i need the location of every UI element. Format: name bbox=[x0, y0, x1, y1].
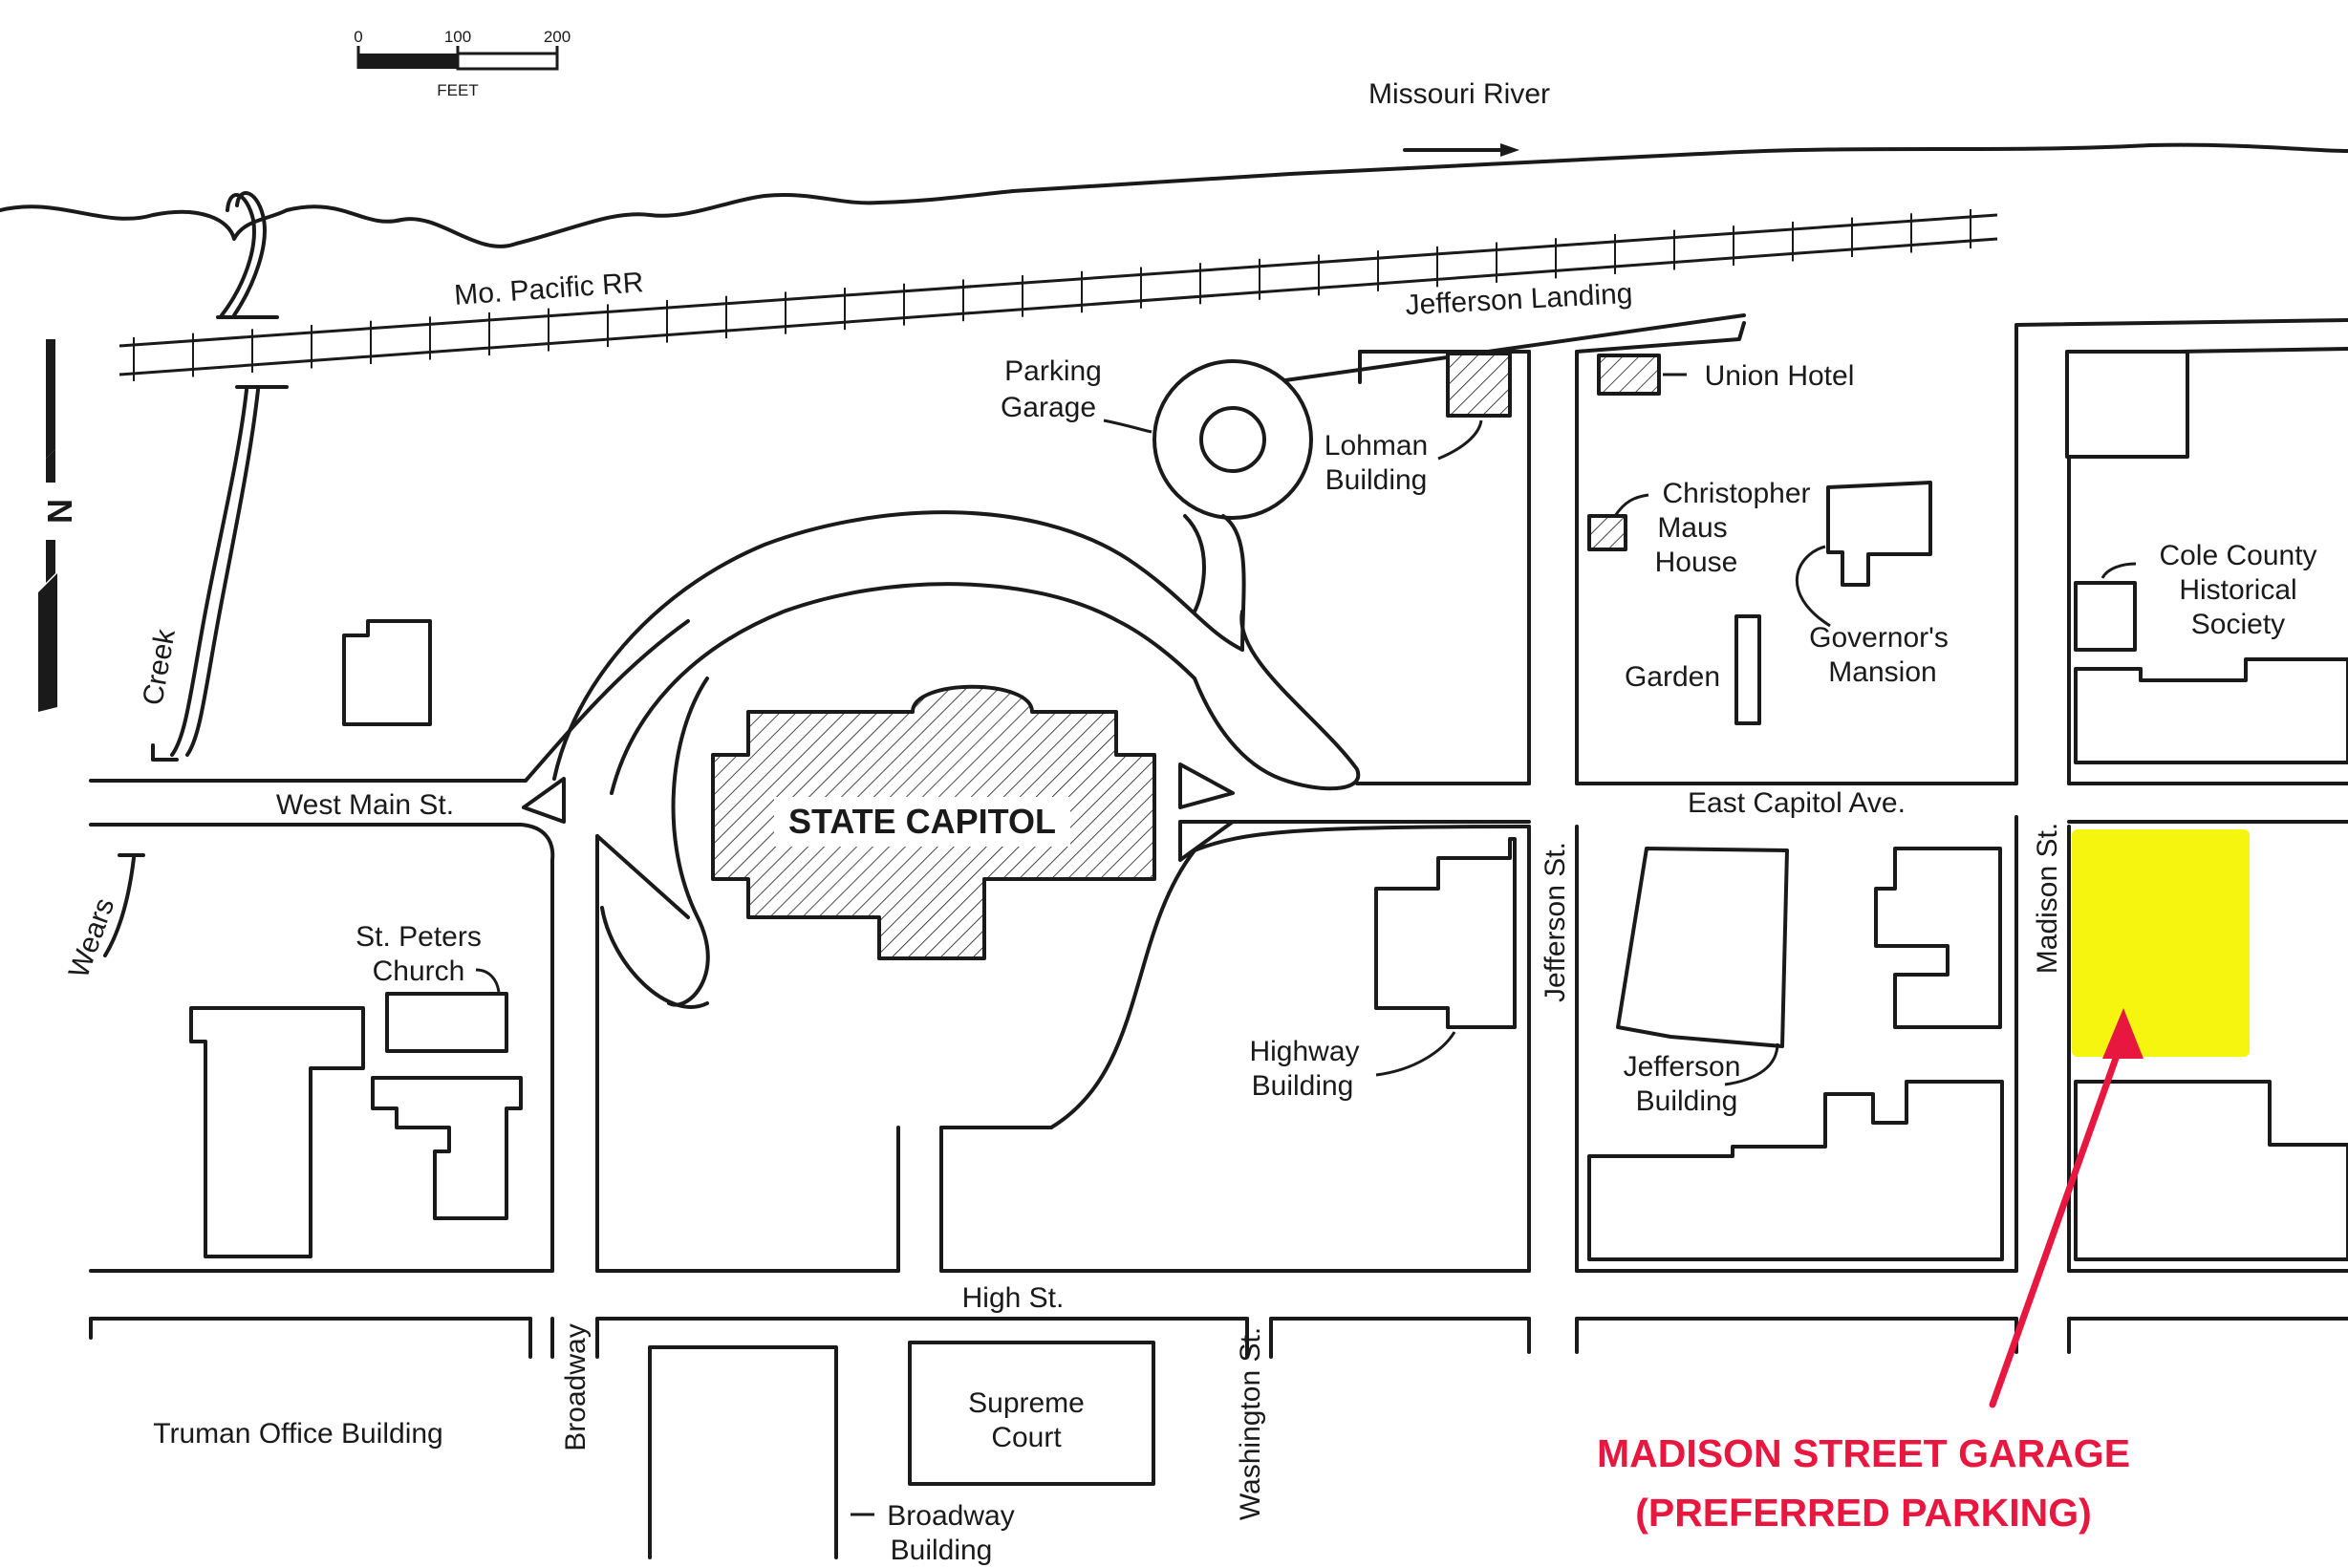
street-east-capitol: East Capitol Ave. bbox=[1688, 787, 1906, 819]
lohman-building: Lohman Building bbox=[1325, 352, 1512, 496]
wears-creek: Wears bbox=[63, 853, 145, 982]
lohman-label-1: Lohman bbox=[1325, 430, 1428, 462]
broadway-building: Broadway Building bbox=[648, 1345, 1015, 1566]
street-madison: Madison St. bbox=[2032, 823, 2063, 974]
street-high: High St. bbox=[962, 1282, 1065, 1314]
state-capitol-label: STATE CAPITOL bbox=[788, 802, 1056, 841]
parking-garage-label-1: Parking bbox=[1004, 355, 1102, 387]
christopher-maus-house: Christopher Maus House bbox=[1587, 478, 1811, 578]
jefferson-landing-label: Jefferson Landing bbox=[1405, 278, 1633, 321]
building-west-lower bbox=[189, 1006, 365, 1258]
highway-building-label-2: Building bbox=[1252, 1070, 1354, 1102]
street-labels: West Main St. East Capitol Ave. High St.… bbox=[276, 787, 2063, 1520]
highway-building: Highway Building bbox=[1249, 837, 1517, 1102]
road-outlines bbox=[89, 313, 2348, 1359]
union-hotel: Union Hotel bbox=[1597, 354, 1855, 396]
maus-label-1: Christopher bbox=[1662, 478, 1810, 509]
railroad-label: Mo. Pacific RR bbox=[453, 267, 644, 311]
creek: Creek bbox=[137, 191, 289, 762]
jefferson-building-label-1: Jefferson bbox=[1624, 1051, 1741, 1083]
creek-label: Creek bbox=[137, 626, 182, 708]
mansion-label-1: Governor's bbox=[1809, 622, 1949, 654]
callout-arrow-icon bbox=[1989, 1008, 2143, 1408]
scale-tick-200: 200 bbox=[544, 28, 571, 46]
st-peters-church: St. Peters Church bbox=[355, 921, 508, 1053]
scale-unit: FEET bbox=[437, 81, 478, 99]
st-peters-label-2: Church bbox=[373, 956, 465, 987]
street-west-main: West Main St. bbox=[276, 789, 454, 821]
garden: Garden bbox=[1625, 614, 1761, 725]
broadway-building-label-1: Broadway bbox=[887, 1500, 1014, 1532]
cole-county-historical-society: Cole County Historical Society bbox=[2065, 350, 2348, 764]
mansion-label-2: Mansion bbox=[1828, 656, 1936, 688]
traffic-islands bbox=[522, 763, 1235, 862]
scale-tick-0: 0 bbox=[354, 28, 362, 46]
cole-county-label-3: Society bbox=[2191, 609, 2285, 640]
supreme-court-label-2: Court bbox=[991, 1422, 1062, 1453]
scale-tick-100: 100 bbox=[444, 28, 471, 46]
street-jefferson: Jefferson St. bbox=[1540, 842, 1571, 1002]
parking-garage: Parking Garage bbox=[1001, 355, 1313, 520]
broadway-building-label-2: Building bbox=[891, 1535, 993, 1566]
callout-line-1: MADISON STREET GARAGE bbox=[1597, 1431, 2130, 1475]
building-west-small bbox=[371, 1076, 523, 1220]
river-label: Missouri River bbox=[1368, 78, 1550, 110]
governors-mansion: Governor's Mansion bbox=[1796, 481, 1949, 688]
lohman-label-2: Building bbox=[1325, 464, 1428, 496]
building-west-upper bbox=[342, 619, 432, 726]
supreme-court: Supreme Court bbox=[908, 1341, 1155, 1486]
cole-county-label-2: Historical bbox=[2179, 574, 2296, 606]
building-madison-lower bbox=[2074, 1080, 2348, 1261]
union-hotel-label: Union Hotel bbox=[1705, 360, 1855, 392]
railroad: Mo. Pacific RR bbox=[118, 208, 1998, 381]
missouri-river: Missouri River bbox=[0, 78, 2348, 248]
street-washington: Washington St. bbox=[1235, 1327, 1266, 1520]
parking-garage-label-2: Garage bbox=[1001, 392, 1096, 423]
jefferson-building: Jefferson Building bbox=[1587, 847, 2004, 1261]
railroad-ties bbox=[133, 208, 1971, 381]
truman-office-building-label: Truman Office Building bbox=[153, 1418, 442, 1450]
north-label: N bbox=[40, 499, 79, 524]
garden-label: Garden bbox=[1625, 661, 1720, 693]
st-peters-label-1: St. Peters bbox=[355, 921, 482, 953]
highway-building-label-1: Highway bbox=[1249, 1036, 1359, 1067]
jefferson-building-label-2: Building bbox=[1636, 1085, 1738, 1117]
maus-label-2: Maus bbox=[1657, 512, 1727, 544]
supreme-court-label-1: Supreme bbox=[968, 1387, 1085, 1419]
scale-bar: 0 100 200 FEET bbox=[354, 28, 571, 99]
callout-line-2: (PREFERRED PARKING) bbox=[1635, 1491, 2092, 1535]
cole-county-label-1: Cole County bbox=[2159, 540, 2316, 571]
north-arrow-icon: N bbox=[29, 339, 79, 712]
state-capitol-building: STATE CAPITOL bbox=[711, 684, 1156, 960]
capitol-loop-drive bbox=[552, 510, 1361, 795]
madison-street-garage-highlight[interactable] bbox=[2072, 829, 2250, 1057]
maus-label-3: House bbox=[1655, 547, 1738, 578]
street-broadway: Broadway bbox=[560, 1323, 592, 1450]
